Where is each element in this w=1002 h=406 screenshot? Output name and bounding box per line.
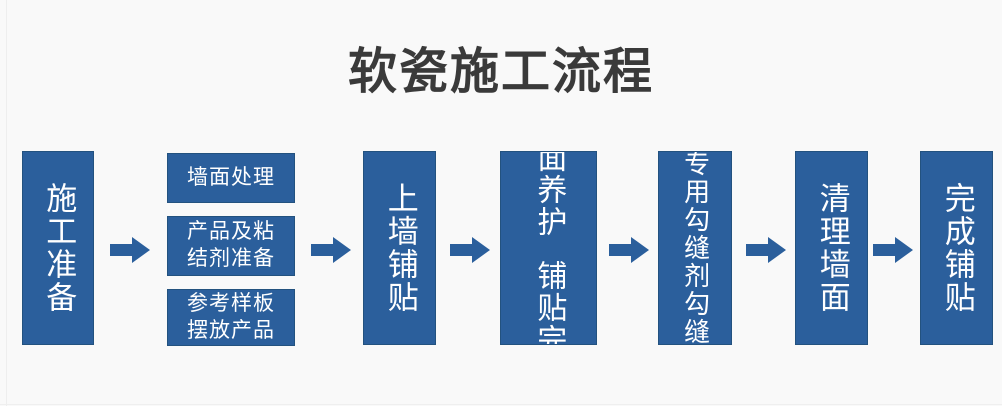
flow-step-product-and-adhesive-preparation[interactable]: 产品及粘 结剂准备 [167, 216, 295, 276]
page-title: 软瓷施工流程 [347, 45, 654, 99]
flow-step-label-left: 铺贴完成 [532, 260, 566, 345]
arrow-right-icon [311, 237, 351, 263]
left-edge-rule [6, 0, 7, 406]
flow-step-label: 完成铺贴 [939, 182, 975, 314]
flow-step-clean-wall-surface[interactable]: 清理墙面 [795, 151, 868, 345]
arrow-right-icon [873, 237, 913, 263]
arrow-right-icon [873, 235, 913, 265]
arrow-right-icon [609, 237, 649, 263]
flow-step-wall-surface-treatment[interactable]: 墙面处理 [167, 153, 295, 203]
arrow-right-icon [609, 235, 649, 265]
arrow-right-icon [110, 235, 150, 265]
flow-step-label: 墙面处理 [187, 165, 275, 189]
flow-step-label-right: 墙面养护 [532, 151, 566, 238]
arrow-right-icon [110, 237, 150, 263]
flow-step-special-grout-jointing[interactable]: 专用勾缝剂勾缝 [658, 151, 732, 345]
flow-step-reference-sample-product-layout[interactable]: 参考样板 摆放产品 [167, 289, 295, 346]
flow-step-label: 参考样板 摆放产品 [187, 291, 275, 342]
flow-step-label: 专用勾缝剂勾缝 [680, 151, 711, 345]
arrow-right-icon [746, 235, 786, 265]
flow-step-label: 上墙铺贴 [382, 182, 418, 314]
flow-step-label-pair: 墙面养护 铺贴完成 [532, 151, 566, 345]
bottom-edge-rule [0, 404, 1002, 405]
flow-step-mount-and-paste-on-wall[interactable]: 上墙铺贴 [363, 151, 436, 345]
flow-step-construction-preparation[interactable]: 施工准备 [22, 151, 94, 345]
flow-step-label: 施工准备 [41, 182, 77, 314]
arrow-right-icon [450, 237, 490, 263]
flow-step-label: 产品及粘 结剂准备 [187, 220, 275, 270]
flow-step-paving-complete-wall-curing[interactable]: 墙面养护 铺贴完成 [500, 151, 597, 345]
arrow-right-icon [311, 235, 351, 265]
arrow-right-icon [746, 237, 786, 263]
arrow-right-icon [450, 235, 490, 265]
flow-step-label: 清理墙面 [814, 182, 850, 314]
flow-step-paving-finished[interactable]: 完成铺贴 [920, 151, 993, 345]
